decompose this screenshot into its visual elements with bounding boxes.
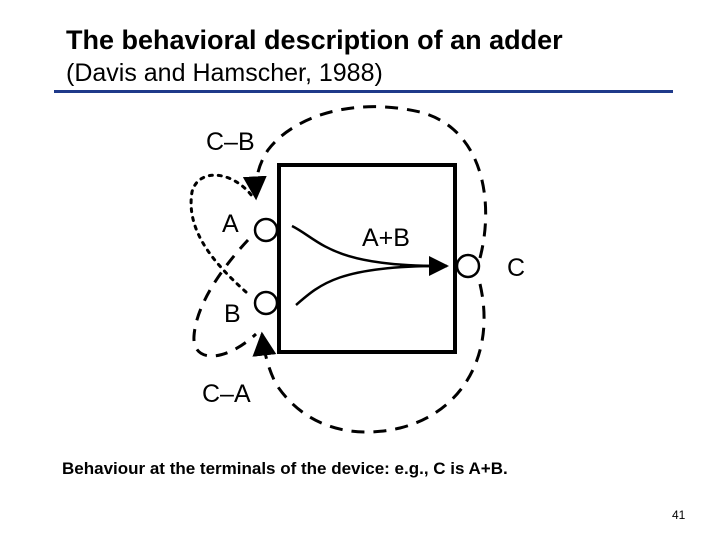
device-box	[277, 163, 457, 354]
flow-curve-from-b	[295, 264, 441, 306]
label-c-minus-b: C–B	[206, 128, 255, 156]
loop-b-to-a	[189, 173, 254, 294]
loop-a-to-b	[192, 238, 258, 358]
page-number: 41	[672, 508, 686, 522]
label-terminal-b: B	[224, 300, 241, 328]
caption: Behaviour at the terminals of the device…	[62, 459, 508, 478]
terminal-a-circle	[253, 217, 279, 243]
terminal-c-circle	[455, 253, 481, 279]
label-terminal-c: C	[507, 254, 525, 282]
terminal-b-circle	[253, 290, 279, 316]
label-sum: A+B	[362, 224, 410, 252]
label-c-minus-a: C–A	[202, 380, 251, 408]
slide-title: The behavioral description of an adder	[66, 25, 563, 55]
title-rule	[54, 90, 673, 93]
slide-subtitle: (Davis and Hamscher, 1988)	[66, 59, 383, 87]
loop-c-to-a	[242, 105, 488, 259]
label-terminal-a: A	[222, 210, 239, 238]
loop-c-to-b	[252, 283, 486, 434]
